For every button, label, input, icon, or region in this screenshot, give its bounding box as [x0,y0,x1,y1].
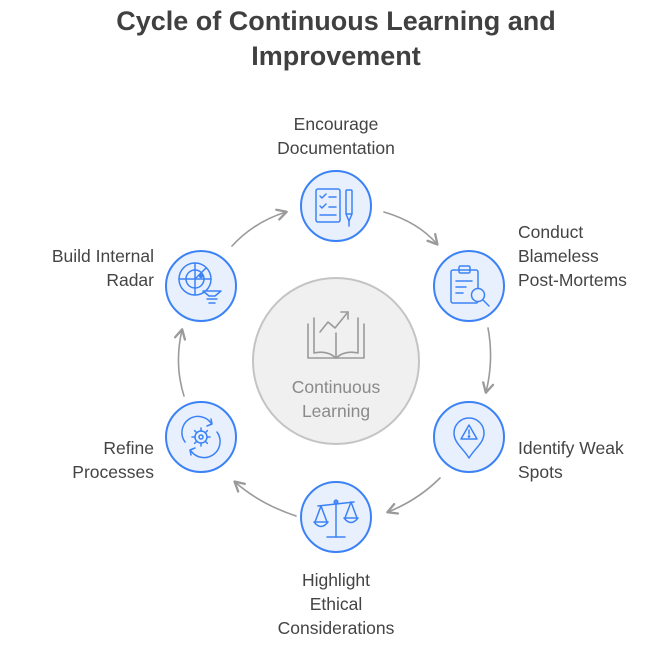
label-conduct-blameless-post-mortems: Conduct Blameless Post-Mortems [518,220,668,292]
label-line: Refine [103,438,154,458]
node-conduct-blameless-post-mortems [433,250,505,322]
title-line-2: Improvement [251,41,421,71]
label-encourage-documentation: Encourage Documentation [236,112,436,160]
clipboard-search-icon [450,265,490,307]
balance-scale-icon [313,499,359,538]
label-identify-weak-spots: Identify Weak Spots [518,436,668,484]
label-line: Post-Mortems [518,270,627,290]
diagram-title: Cycle of Continuous Learning and Improve… [0,4,672,74]
label-line: Ethical [309,594,363,614]
radar-icon [178,262,222,304]
label-line: Identify Weak [518,438,624,458]
arrow-processes-to-radar [173,328,187,397]
checklist-pen-icon [315,188,353,227]
node-build-internal-radar [165,250,237,322]
center-label-line-1: Continuous [292,377,381,397]
center-node: Continuous Learning [252,277,420,445]
label-line: Radar [106,270,154,290]
label-line: Conduct [518,222,584,242]
arrow-ethics-to-processes [233,480,297,517]
label-build-internal-radar: Build Internal Radar [4,244,154,292]
node-identify-weak-spots [433,401,505,473]
gear-cycle-icon [181,415,221,459]
arrow-weakspots-to-ethics [386,477,441,515]
arrow-radar-to-documentation [231,208,288,247]
label-line: Considerations [277,618,395,638]
title-line-1: Cycle of Continuous Learning and [116,6,556,36]
node-highlight-ethical-considerations [300,481,372,553]
label-line: Processes [72,462,154,482]
center-label-line-2: Learning [302,401,370,421]
arrow-documentation-to-postmortems [383,211,439,246]
label-line: Documentation [277,138,395,158]
arrow-postmortems-to-weakspots [482,327,495,394]
label-highlight-ethical-considerations: Highlight Ethical Considerations [236,568,436,640]
warning-pin-icon [453,417,485,459]
label-refine-processes: Refine Processes [4,436,154,484]
book-growth-icon [307,311,365,359]
node-refine-processes [165,401,237,473]
node-encourage-documentation [300,170,372,242]
label-line: Blameless [518,246,599,266]
label-line: Highlight [301,570,371,590]
label-line: Encourage [293,114,379,134]
label-line: Build Internal [51,246,154,266]
label-line: Spots [518,462,563,482]
